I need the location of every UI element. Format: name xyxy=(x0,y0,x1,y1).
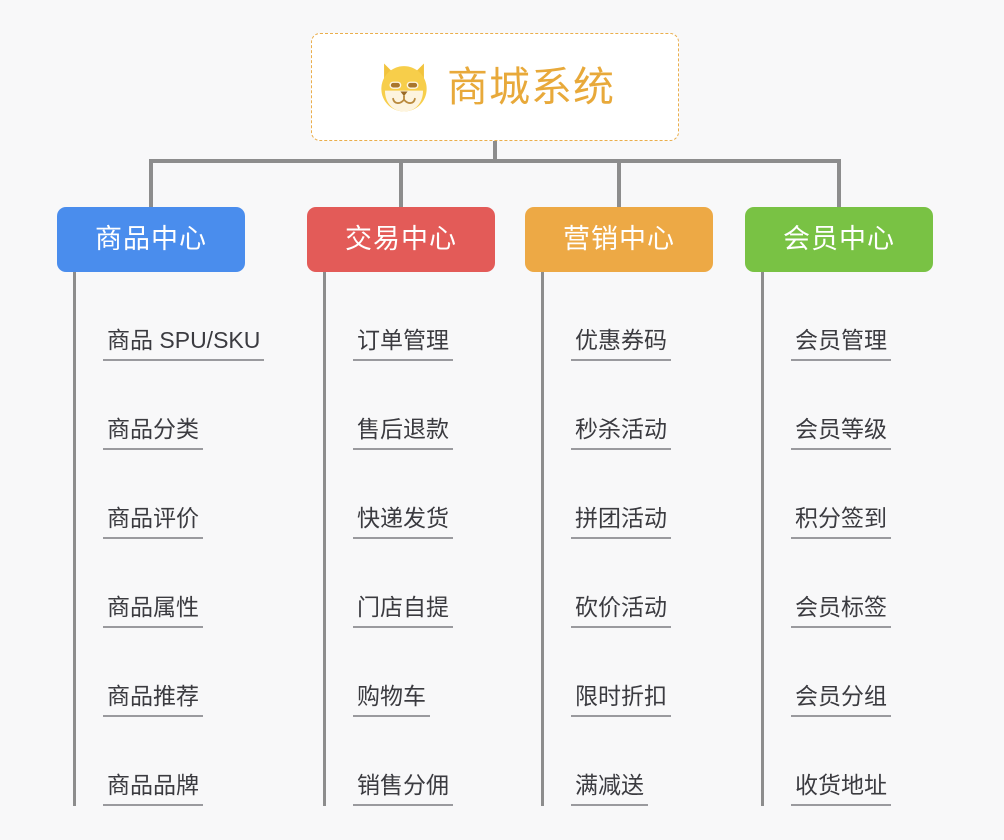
leaf-item-label: 会员等级 xyxy=(791,416,891,450)
leaf-item-label: 销售分佣 xyxy=(353,772,453,806)
category-label: 会员中心 xyxy=(783,224,895,254)
leaf-item[interactable]: 商品属性 xyxy=(73,539,203,628)
leaf-item[interactable]: 拼团活动 xyxy=(541,450,671,539)
leaf-item-label: 商品推荐 xyxy=(103,683,203,717)
leaf-item-label: 会员管理 xyxy=(791,327,891,361)
leaf-item[interactable]: 门店自提 xyxy=(323,539,453,628)
leaf-item-label: 商品分类 xyxy=(103,416,203,450)
category-box-3[interactable]: 营销中心 xyxy=(525,207,713,272)
connector-horizontal-bus xyxy=(150,159,840,163)
connector-drop-4 xyxy=(837,159,841,209)
leaf-item-label: 限时折扣 xyxy=(571,683,671,717)
leaf-item-label: 拼团活动 xyxy=(571,505,671,539)
category-label: 商品中心 xyxy=(95,224,207,254)
leaf-item-label: 购物车 xyxy=(353,683,430,717)
leaf-item-label: 订单管理 xyxy=(353,327,453,361)
leaf-item[interactable]: 砍价活动 xyxy=(541,539,671,628)
category-label: 交易中心 xyxy=(345,224,457,254)
leaf-item-label: 积分签到 xyxy=(791,505,891,539)
leaf-item[interactable]: 订单管理 xyxy=(323,272,453,361)
leaf-item[interactable]: 售后退款 xyxy=(323,361,453,450)
leaf-item-label: 收货地址 xyxy=(791,772,891,806)
leaf-item[interactable]: 销售分佣 xyxy=(323,717,453,806)
leaf-item[interactable]: 快递发货 xyxy=(323,450,453,539)
leaf-item-label: 商品 SPU/SKU xyxy=(103,327,265,361)
leaf-item[interactable]: 购物车 xyxy=(323,628,430,717)
leaf-item-label: 优惠券码 xyxy=(571,327,671,361)
leaf-item[interactable]: 会员等级 xyxy=(761,361,891,450)
leaf-item[interactable]: 商品 SPU/SKU xyxy=(73,272,265,361)
shiba-dog-face-icon xyxy=(381,63,427,112)
connector-drop-3 xyxy=(617,159,621,209)
leaf-item[interactable]: 限时折扣 xyxy=(541,628,671,717)
leaf-item[interactable]: 商品分类 xyxy=(73,361,203,450)
leaf-item-label: 砍价活动 xyxy=(571,594,671,628)
leaf-item[interactable]: 优惠券码 xyxy=(541,272,671,361)
leaf-item[interactable]: 商品推荐 xyxy=(73,628,203,717)
leaf-item-label: 快递发货 xyxy=(353,505,453,539)
category-box-4[interactable]: 会员中心 xyxy=(745,207,933,272)
leaf-item[interactable]: 积分签到 xyxy=(761,450,891,539)
leaf-item-label: 会员分组 xyxy=(791,683,891,717)
leaf-rail xyxy=(323,272,326,806)
leaf-item-label: 商品评价 xyxy=(103,505,203,539)
leaf-item[interactable]: 商品品牌 xyxy=(73,717,203,806)
leaf-item[interactable]: 秒杀活动 xyxy=(541,361,671,450)
connector-drop-2 xyxy=(399,159,403,209)
leaf-item-label: 会员标签 xyxy=(791,594,891,628)
leaf-item-label: 商品品牌 xyxy=(103,772,203,806)
connector-drop-1 xyxy=(149,159,153,209)
connector-root-stem xyxy=(493,141,497,163)
leaf-rail xyxy=(541,272,544,806)
leaf-item-label: 满减送 xyxy=(571,772,648,806)
leaf-rail xyxy=(761,272,764,806)
leaf-item[interactable]: 满减送 xyxy=(541,717,648,806)
leaf-item[interactable]: 会员管理 xyxy=(761,272,891,361)
leaf-item-label: 门店自提 xyxy=(353,594,453,628)
leaf-item[interactable]: 收货地址 xyxy=(761,717,891,806)
leaf-item-label: 售后退款 xyxy=(353,416,453,450)
leaf-item-label: 商品属性 xyxy=(103,594,203,628)
leaf-item[interactable]: 会员分组 xyxy=(761,628,891,717)
leaf-item-label: 秒杀活动 xyxy=(571,416,671,450)
leaf-rail xyxy=(73,272,76,806)
category-box-1[interactable]: 商品中心 xyxy=(57,207,245,272)
category-label: 营销中心 xyxy=(563,224,675,254)
leaf-item[interactable]: 会员标签 xyxy=(761,539,891,628)
root-node[interactable]: 商城系统 xyxy=(311,33,679,141)
root-title: 商城系统 xyxy=(447,63,615,110)
leaf-item[interactable]: 商品评价 xyxy=(73,450,203,539)
category-box-2[interactable]: 交易中心 xyxy=(307,207,495,272)
